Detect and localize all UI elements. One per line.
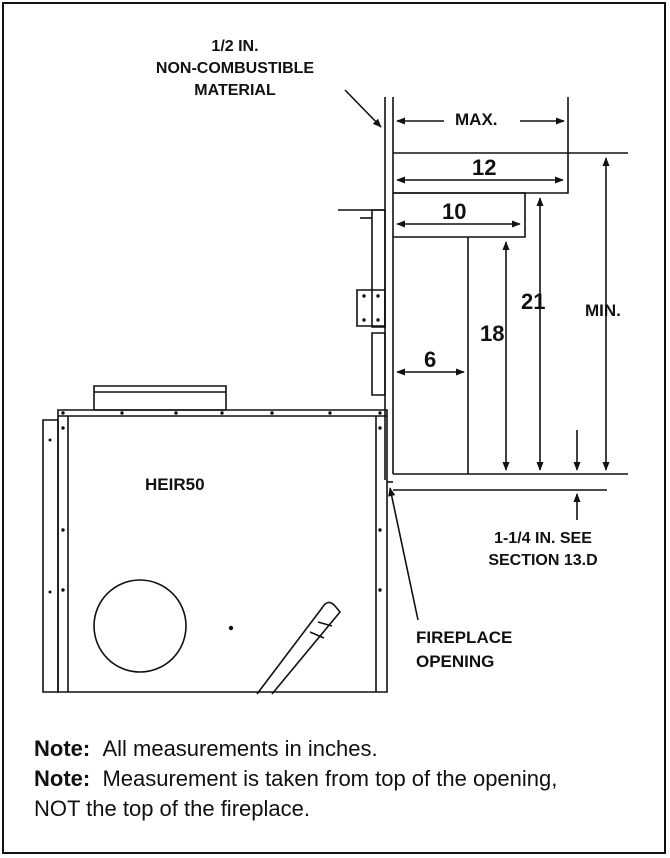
unit-top-plate (93, 385, 227, 411)
dim-18-label: 18 (480, 321, 505, 346)
min-label: MIN. (585, 301, 621, 320)
material-label-line-1: 1/2 IN. (211, 38, 259, 55)
unit-side-panel (42, 419, 59, 693)
see-section-line-1: 1-1/4 IN. SEE (494, 530, 592, 547)
note-2: Note: Measurement is taken from top of t… (34, 764, 557, 794)
note-3-text: NOT the top of the fireplace. (34, 796, 310, 821)
unit-handle (256, 601, 342, 695)
dim-12-label: 12 (472, 155, 497, 180)
material-label-line-2: NON-COMBUSTIBLE (155, 60, 315, 77)
see-section-line-2: SECTION 13.D (488, 552, 598, 569)
mantel-10 (393, 192, 526, 238)
dim-21-label: 21 (521, 289, 546, 314)
material-label: 1/2 IN. NON-COMBUSTIBLE MATERIAL (150, 36, 320, 102)
material-label-line-3: MATERIAL (194, 82, 276, 99)
see-section-label: 1-1/4 IN. SEE SECTION 13.D (478, 528, 608, 572)
note-2-text: Measurement is taken from top of the ope… (102, 766, 558, 791)
opening-pointer (388, 487, 419, 621)
fireplace-opening-line-1: FIREPLACE (416, 628, 513, 647)
note-1: Note: All measurements in inches. (34, 734, 378, 764)
note-1-text: All measurements in inches. (102, 736, 378, 761)
vent-circle (93, 579, 187, 673)
fireplace-opening-line-2: OPENING (416, 652, 495, 671)
note-1-prefix: Note: (34, 736, 91, 761)
dim-10-label: 10 (442, 199, 467, 224)
note-3: NOT the top of the fireplace. (34, 794, 310, 824)
max-label: MAX. (455, 110, 498, 129)
fireplace-opening-label: FIREPLACE OPENING (416, 626, 512, 674)
model-label: HEIR50 (145, 475, 205, 494)
material-pointer (344, 89, 382, 128)
note-2-prefix: Note: (34, 766, 91, 791)
dim-6-label: 6 (424, 347, 437, 372)
unit-body (57, 409, 388, 693)
